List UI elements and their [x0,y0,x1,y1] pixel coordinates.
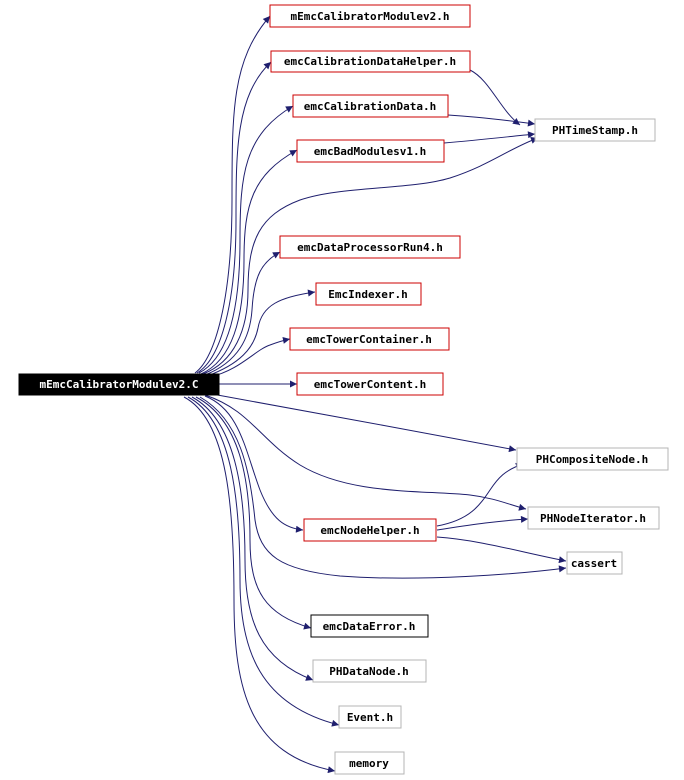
node-PHTimeStamp-h[interactable]: PHTimeStamp.h [534,118,656,142]
node-cassert[interactable]: cassert [566,551,623,575]
svg-text:emcDataProcessorRun4.h: emcDataProcessorRun4.h [297,241,443,254]
edge-root-to-emcDataProcessorRun4-h [204,251,281,376]
edge-root-to-emcNodeHelper-h [204,395,304,533]
edge-root-to-PHTimeStamp-h [202,137,539,375]
edge-root-to-emcCalibrationDataHelper-h [196,61,272,374]
node-mEmcCalibratorModulev2-C[interactable]: mEmcCalibratorModulev2.C [18,373,220,396]
svg-text:emcCalibrationData.h: emcCalibrationData.h [304,100,436,113]
svg-text:mEmcCalibratorModulev2.h: mEmcCalibratorModulev2.h [291,10,450,23]
edge-emcNodeHelper-to-cassert [436,536,567,564]
edge-root-to-emcDataError-h [195,396,312,630]
edge-root-to-Event-h [187,396,340,727]
node-EmcIndexer-h[interactable]: EmcIndexer.h [315,282,422,306]
node-PHNodeIterator-h[interactable]: PHNodeIterator.h [527,506,660,530]
node-emcNodeHelper-h[interactable]: emcNodeHelper.h [303,518,437,542]
svg-text:memory: memory [349,757,389,770]
edge-emcBadModulesv1-to-PHTimeStamp [443,131,536,144]
node-emcCalibrationData-h[interactable]: emcCalibrationData.h [292,94,449,118]
svg-text:cassert: cassert [571,557,617,570]
svg-text:emcTowerContent.h: emcTowerContent.h [314,378,427,391]
svg-text:emcBadModulesv1.h: emcBadModulesv1.h [314,145,427,158]
node-emcBadModulesv1-h[interactable]: emcBadModulesv1.h [296,139,445,163]
edge-root-to-cassert [199,396,567,579]
node-emcTowerContent-h[interactable]: emcTowerContent.h [296,372,444,396]
edge-emcCalibrationDataHelper-to-PHTimeStamp [469,69,521,126]
svg-text:PHCompositeNode.h: PHCompositeNode.h [536,453,649,466]
edge-emcNodeHelper-to-PHCompositeNode [436,462,524,527]
edge-root-to-mEmcCalibratorModulev2-h [194,15,271,374]
edge-emcNodeHelper-to-PHNodeIterator [436,515,529,531]
edge-root-to-PHCompositeNode-h [211,393,517,453]
node-PHDataNode-h[interactable]: PHDataNode.h [312,659,427,683]
node-emcTowerContainer-h[interactable]: emcTowerContainer.h [289,327,450,351]
edge-root-to-emcCalibrationData-h [198,105,294,374]
node-Event-h[interactable]: Event.h [338,705,402,729]
svg-text:PHTimeStamp.h: PHTimeStamp.h [552,124,638,137]
edge-root-to-EmcIndexer-h [206,289,316,377]
node-emcDataError-h[interactable]: emcDataError.h [310,614,429,638]
svg-text:PHDataNode.h: PHDataNode.h [329,665,408,678]
svg-text:emcCalibrationDataHelper.h: emcCalibrationDataHelper.h [284,55,456,68]
svg-text:EmcIndexer.h: EmcIndexer.h [328,288,407,301]
node-memory[interactable]: memory [334,751,405,775]
edge-root-to-emcTowerContainer-h [209,336,291,378]
svg-text:emcNodeHelper.h: emcNodeHelper.h [320,524,419,537]
edge-root-to-emcBadModulesv1-h [200,149,298,375]
svg-text:emcDataError.h: emcDataError.h [323,620,416,633]
edge-emcCalibrationData-to-PHTimeStamp [447,114,536,127]
edge-root-to-PHDataNode-h [191,396,314,681]
svg-text:Event.h: Event.h [347,711,393,724]
node-emcDataProcessorRun4-h[interactable]: emcDataProcessorRun4.h [279,235,461,259]
edge-root-to-memory [183,396,336,774]
svg-text:mEmcCalibratorModulev2.C: mEmcCalibratorModulev2.C [40,378,199,391]
node-PHCompositeNode-h[interactable]: PHCompositeNode.h [516,447,669,471]
edge-root-to-PHNodeIterator-h [204,394,527,511]
svg-text:emcTowerContainer.h: emcTowerContainer.h [306,333,432,346]
svg-text:PHNodeIterator.h: PHNodeIterator.h [540,512,646,525]
node-mEmcCalibratorModulev2-h[interactable]: mEmcCalibratorModulev2.h [269,4,471,28]
node-emcCalibrationDataHelper-h[interactable]: emcCalibrationDataHelper.h [270,50,471,73]
